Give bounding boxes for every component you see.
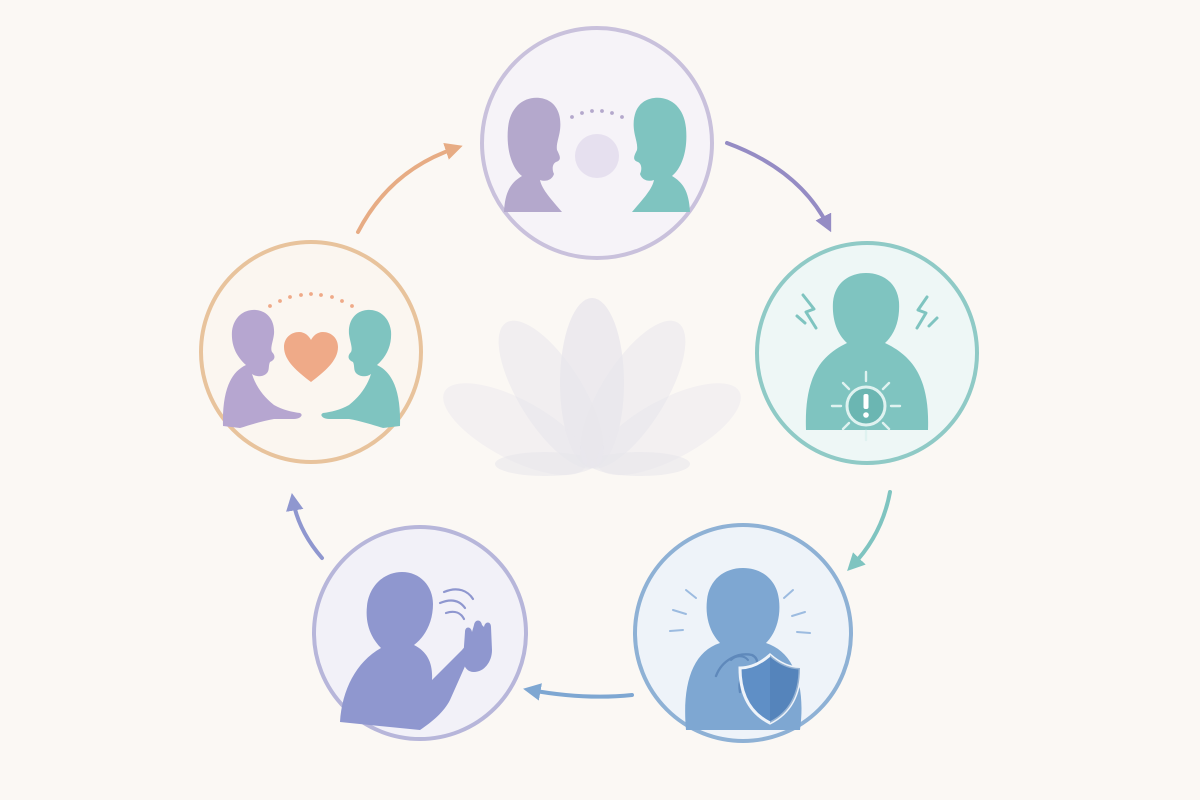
arrow-withdrawal-to-repair [286,493,324,560]
arrow-connection-to-trigger [725,141,832,233]
person-raised-hand-icon [340,572,492,730]
node-trigger [755,241,979,465]
node-repair [199,240,423,464]
lotus-icon [443,298,741,476]
node-connection [480,26,714,260]
person-shield-icon [669,568,811,730]
arrow-protection-to-withdrawal [523,683,634,701]
node-protection [633,523,853,743]
node-withdrawal [312,525,528,741]
arrow-repair-to-connection [356,142,463,234]
person-alarm-icon [795,273,939,442]
arrow-trigger-to-protection [847,490,892,572]
two-people-heart-icon [222,292,401,428]
two-faces-connection-icon [504,97,690,212]
